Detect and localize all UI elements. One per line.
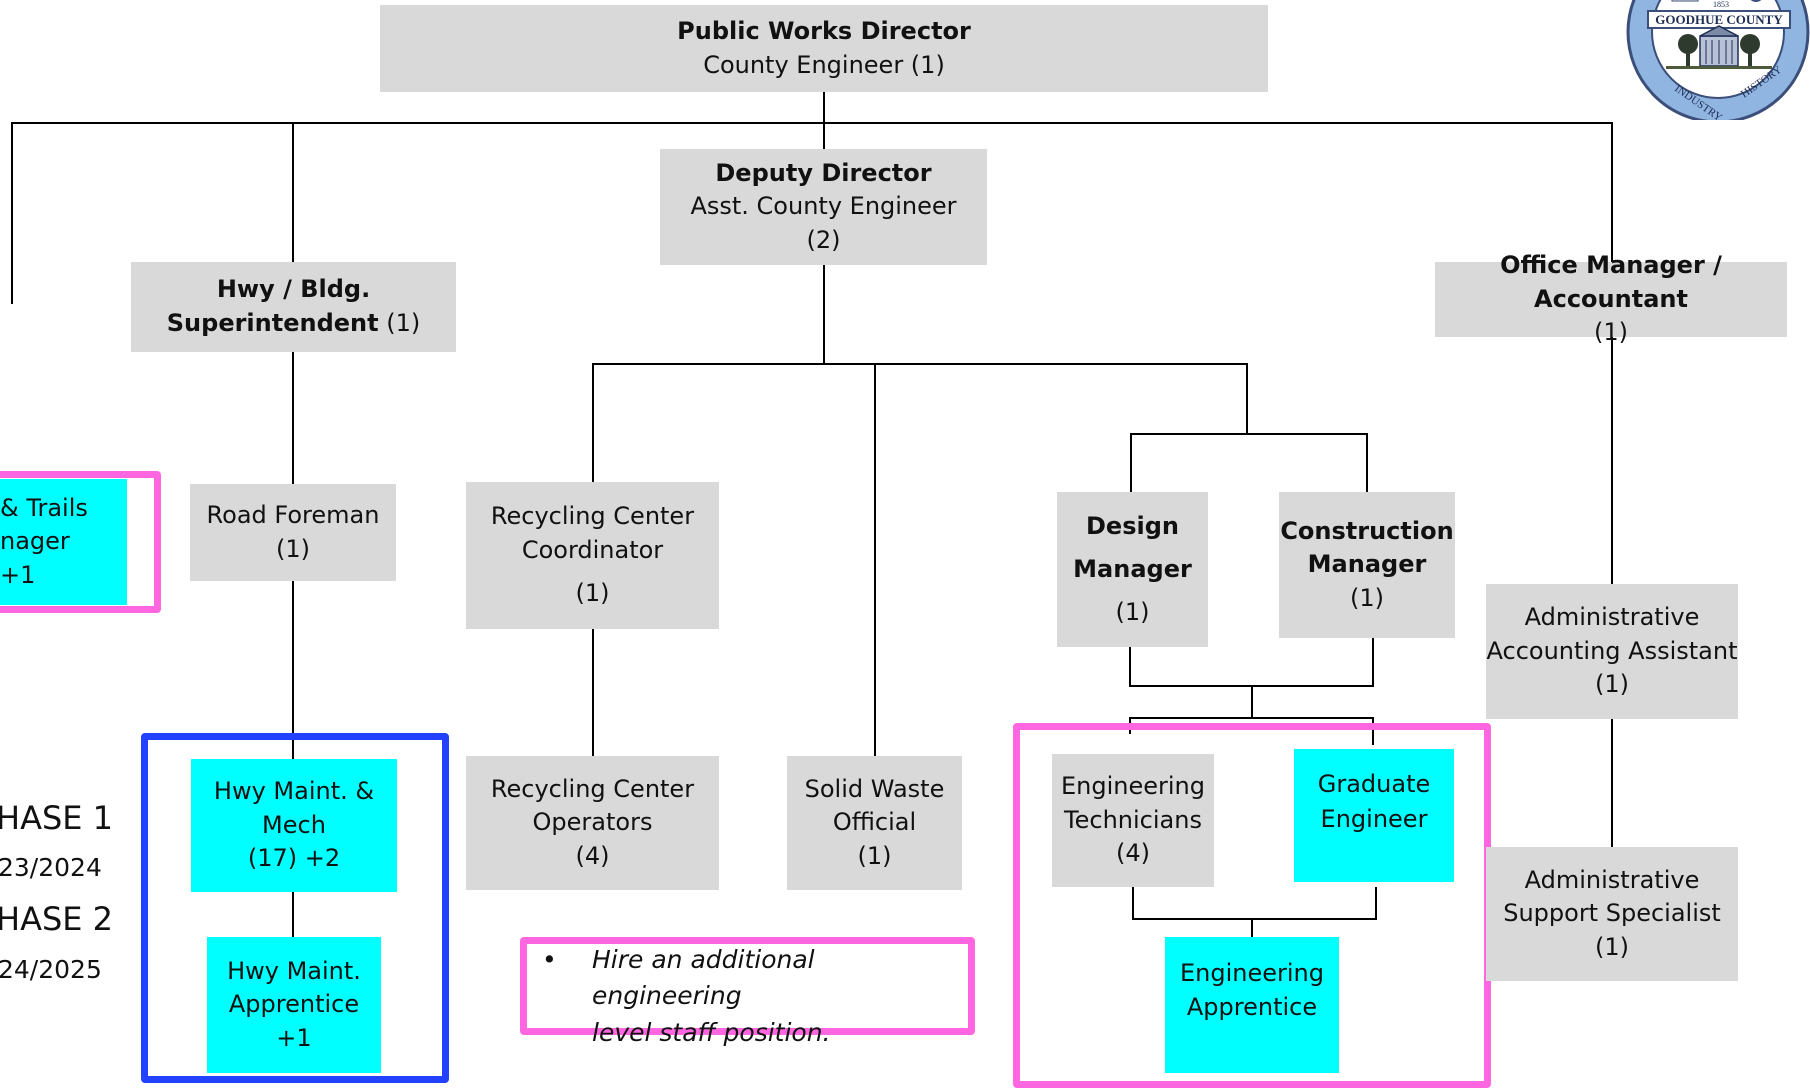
hwy-apprentice-count: +1	[276, 1023, 312, 1052]
eng-technicians-line1: Engineering	[1061, 772, 1205, 801]
legend-phase2-label: HASE 2	[0, 900, 114, 938]
hwy-maint-line1: Hwy Maint. &	[213, 777, 375, 806]
solid-waste-official-box: Solid Waste Official (1)	[787, 756, 962, 890]
construction-manager-line1: Construction	[1280, 516, 1454, 545]
graduate-engineer-line2: Engineer	[1320, 804, 1428, 833]
phase1-frame-parks	[0, 471, 161, 613]
road-foreman-count: (1)	[276, 534, 310, 563]
legend-phase1-date: 23/2024	[0, 853, 102, 882]
recycling-operators-count: (4)	[575, 841, 610, 870]
recycling-operators-line1: Recycling Center	[490, 774, 695, 803]
admin-support-line1: Administrative	[1524, 865, 1700, 894]
admin-accounting-line2: Accounting Assistant	[1486, 636, 1738, 665]
seal-county-name: GOODHUE COUNTY	[1655, 12, 1783, 27]
admin-support-line2: Support Specialist	[1503, 899, 1721, 928]
engineering-technicians-box: Engineering Technicians (4)	[1052, 754, 1214, 887]
solid-waste-line1: Solid Waste	[804, 774, 945, 803]
admin-accounting-line1: Administrative	[1524, 603, 1700, 632]
note-frame	[520, 937, 975, 1035]
recycling-operators-line2: Operators	[532, 808, 653, 837]
legend-phase2-date: 24/2025	[0, 955, 102, 984]
office-manager-count: (1)	[1594, 318, 1628, 347]
design-manager-line1: Design	[1086, 511, 1179, 540]
director-title: Public Works Director	[677, 16, 971, 45]
admin-accounting-count: (1)	[1595, 670, 1629, 699]
graduate-engineer-line1: Graduate	[1317, 770, 1431, 798]
hwy-apprentice-line2: Apprentice	[228, 990, 360, 1019]
deputy-subtitle: Asst. County Engineer	[690, 192, 957, 221]
deputy-title: Deputy Director	[715, 158, 932, 187]
graduate-engineer-box: Graduate Engineer	[1294, 749, 1454, 882]
office-manager-box: Office Manager / Accountant (1)	[1435, 251, 1787, 346]
office-manager-title: Office Manager / Accountant	[1500, 251, 1722, 313]
design-manager-line2: Manager	[1073, 554, 1192, 583]
note-text: • Hire an additional engineering level s…	[542, 942, 972, 1051]
note-bullet: •	[542, 945, 557, 974]
recycling-coordinator-count: (1)	[575, 579, 610, 608]
county-seal-logo: GOODHUE COUNTY 1853 INDUSTRY HISTORY	[1626, 0, 1810, 120]
construction-manager-line2: Manager	[1307, 550, 1427, 579]
note-line1: Hire an additional engineering	[592, 945, 815, 1011]
eng-technicians-line2: Technicians	[1064, 805, 1202, 834]
superintendent-box: Hwy / Bldg. Superintendent (1)	[131, 262, 456, 352]
parks-line2: nager	[0, 527, 70, 556]
superintendent-title-line1: Hwy / Bldg.	[216, 275, 371, 304]
eng-technicians-count: (4)	[1116, 839, 1150, 868]
hwy-maint-line2: Mech	[262, 810, 326, 839]
hwy-maint-count: (17) +2	[247, 844, 341, 873]
eng-apprentice-line1: Engineering	[1180, 959, 1324, 987]
admin-support-specialist-box: Administrative Support Specialist (1)	[1486, 847, 1738, 981]
deputy-director-box: Deputy Director Asst. County Engineer (2…	[660, 149, 987, 265]
admin-support-count: (1)	[1595, 932, 1629, 961]
seal-year: 1853	[1713, 0, 1729, 9]
hwy-apprentice-line1: Hwy Maint.	[227, 956, 361, 985]
road-foreman-title: Road Foreman	[206, 500, 380, 529]
construction-manager-box: Construction Manager (1)	[1279, 492, 1455, 638]
construction-manager-count: (1)	[1350, 583, 1384, 612]
public-works-director-box: Public Works Director County Engineer (1…	[380, 5, 1268, 92]
director-subtitle: County Engineer (1)	[703, 50, 945, 79]
recycling-coordinator-line2: Coordinator	[521, 535, 664, 564]
legend-phase1-label: HASE 1	[0, 799, 114, 837]
engineering-apprentice-box: Engineering Apprentice	[1165, 937, 1339, 1073]
hwy-maint-apprentice-box: Hwy Maint. Apprentice +1	[207, 937, 381, 1073]
deputy-count: (2)	[806, 225, 841, 254]
recycling-coordinator-line1: Recycling Center	[490, 502, 695, 531]
road-foreman-box: Road Foreman (1)	[190, 484, 396, 581]
parks-line3: +1	[0, 560, 36, 589]
eng-apprentice-line2: Apprentice	[1186, 992, 1318, 1021]
design-manager-count: (1)	[1115, 598, 1150, 627]
solid-waste-line2: Official	[832, 808, 917, 837]
recycling-operators-box: Recycling Center Operators (4)	[466, 756, 719, 890]
parks-trails-manager-box: & Trails nager +1	[0, 479, 127, 605]
parks-line1: & Trails	[0, 493, 88, 522]
recycling-coordinator-box: Recycling Center Coordinator (1)	[466, 482, 719, 629]
superintendent-title-line2: Superintendent	[166, 309, 379, 337]
design-manager-box: Design Manager (1)	[1057, 492, 1208, 647]
solid-waste-count: (1)	[857, 841, 892, 870]
superintendent-count: (1)	[386, 309, 421, 337]
hwy-maint-mech-box: Hwy Maint. & Mech (17) +2	[191, 759, 397, 892]
admin-accounting-assistant-box: Administrative Accounting Assistant (1)	[1486, 584, 1738, 719]
note-line2: level staff position.	[592, 1017, 831, 1047]
